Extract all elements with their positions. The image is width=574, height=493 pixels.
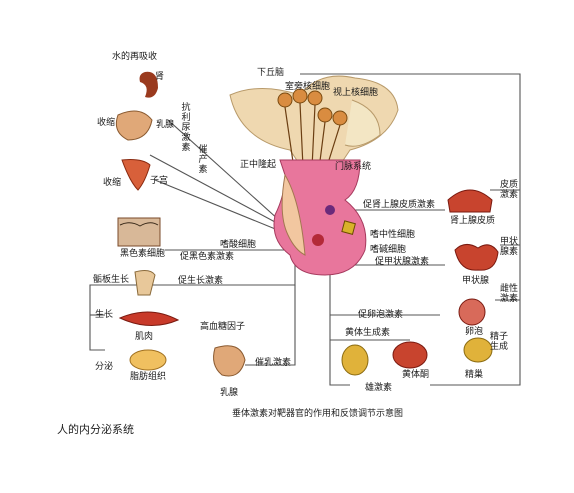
label-chromophobe: 嗜中性细胞 [370,230,416,240]
label-estrogen: 雌性激素 [500,284,519,304]
label-portal: 门脉系统 [335,162,372,172]
pituitary-cell-2 [341,220,356,235]
label-thyroxine: 甲状腺素 [500,237,519,257]
label-secretion: 分泌 [95,362,114,372]
label-prolactin: 催乳激素 [255,358,292,368]
label-adrenal-cortex: 肾上腺皮质 [450,216,496,226]
label-tsh: 促甲状腺激素 [375,257,430,267]
label-uterus: 子宫 [150,176,169,186]
optic-chiasm-shape [344,99,381,147]
label-oxytocin: 催产素 [198,145,208,175]
corpus-luteum-shape [392,341,428,369]
label-kidney: 肾 [155,72,165,82]
label-thyroid: 甲状腺 [462,276,490,286]
kidney-shape [139,71,158,98]
label-supraoptic: 视上核细胞 [333,88,379,98]
connector-lines [89,73,521,386]
testis-shape [463,337,493,363]
page-title: 人的内分泌系统 [57,423,134,436]
label-antidiuretic: 抗利尿激素 [181,103,191,153]
mammary-shape [115,110,153,141]
label-follicle: 卵泡 [465,327,484,337]
label-muscle: 肌肉 [135,332,154,342]
diagram-caption: 垂体激素对靶器官的作用和反馈调节示意图 [232,409,404,419]
label-cortical-hormone: 皮质激素 [500,180,519,200]
label-gh: 促生长激素 [178,276,224,286]
feedback-loop-line [300,73,521,386]
label-kidney-absorb: 水的再吸收 [112,52,158,62]
label-fsh: 促卵泡激素 [358,310,404,320]
label-msh: 促黑色素激素 [180,252,235,262]
label-mammary: 乳腺 [156,120,175,130]
label-lh: 黄体生成素 [345,328,391,338]
label-contract-breast: 收缩 [97,118,116,128]
label-melanocyte: 黑色素细胞 [120,249,166,259]
muscle-shape [118,311,180,326]
label-growth: 生长 [95,310,114,320]
adipose-shape [129,349,167,371]
label-testis: 精巢 [465,370,484,380]
neuron-cells [277,88,348,211]
label-acth: 促肾上腺皮质激素 [363,200,436,210]
ovary-shape [458,298,486,326]
breast-shape [213,345,246,377]
label-adipose: 脂肪组织 [130,372,167,382]
label-contract-uterus: 收缩 [103,178,122,188]
posterior-pituitary [281,173,306,256]
label-corpus-luteum: 黄体酮 [402,370,430,380]
label-somatomedin: 高血糖因子 [200,322,246,332]
label-basophil: 嗜碱细胞 [370,245,407,255]
thyroid-shape [454,244,499,271]
skin-shape [117,217,161,247]
label-bone-growth: 骺板生长 [93,275,130,285]
pituitary-cell-1 [312,234,324,246]
uterus-shape [121,159,151,191]
label-paraventricular: 室旁核细胞 [285,82,331,92]
label-median-eminence: 正中隆起 [240,160,277,170]
label-breast: 乳腺 [220,388,239,398]
label-acidophil: 嗜酸细胞 [220,240,257,250]
label-ovarian-hormone: 雄激素 [365,383,393,393]
ovary-yellow-shape [341,344,369,376]
label-sperm-gen: 精子生成 [490,332,509,352]
bone-shape [134,270,156,296]
label-hypothalamus: 下丘脑 [257,68,285,78]
pituitary-cell-3 [325,205,335,215]
adrenal-shape [447,189,493,213]
